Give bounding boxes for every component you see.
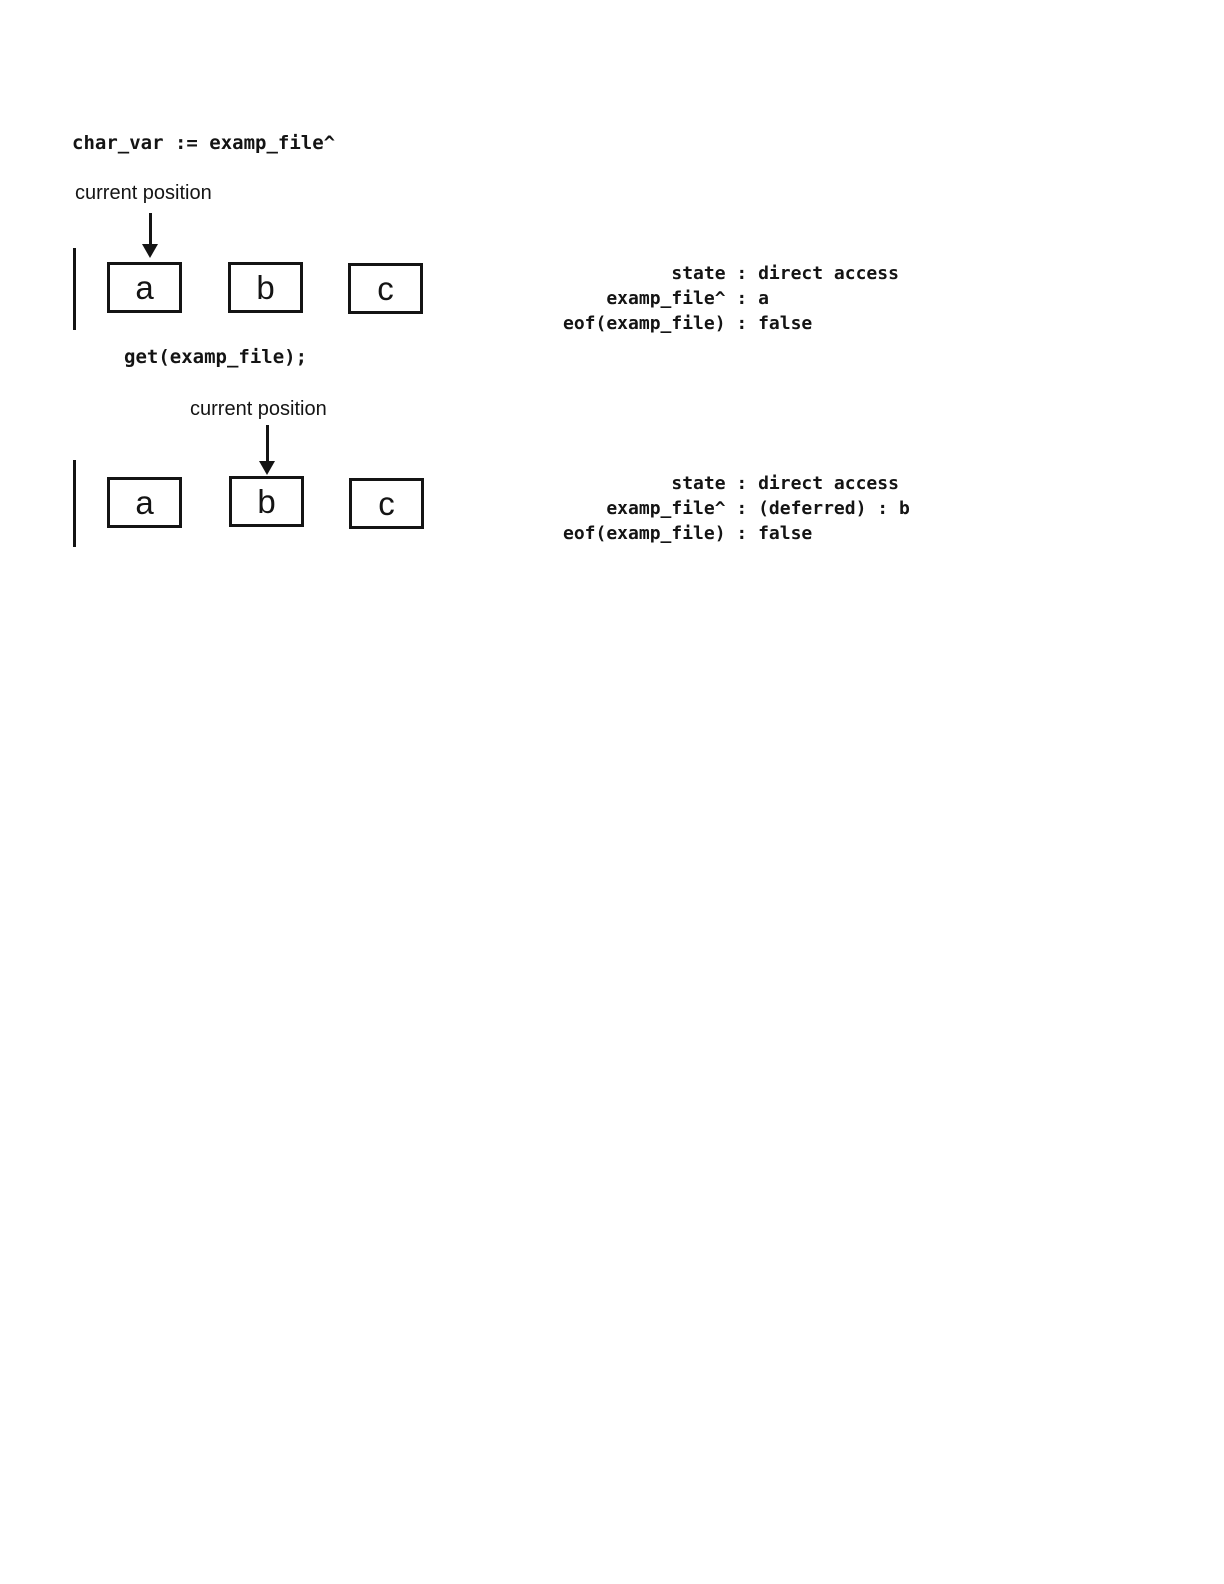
current-position-label: current position — [75, 182, 212, 204]
arrow-head — [142, 244, 158, 258]
file-component-box-a: a — [107, 477, 182, 528]
state-line: state : direct access — [563, 473, 899, 494]
state-readout: state : direct access examp_file^ : a eo… — [563, 261, 899, 336]
cell-letter: b — [257, 483, 276, 520]
file-component-box-a: a — [107, 262, 182, 313]
file-component-box-b: b — [229, 476, 304, 527]
cell-letter: c — [377, 270, 394, 307]
file-component-box-c: c — [349, 478, 424, 529]
file-boundary-bar — [73, 460, 76, 547]
state-line: examp_file^ : a — [563, 288, 769, 309]
state-line: eof(examp_file) : false — [563, 313, 813, 334]
file-component-box-b: b — [228, 262, 303, 313]
cell-letter: c — [378, 485, 395, 522]
current-position-label: current position — [190, 398, 327, 420]
cell-letter: a — [135, 269, 154, 306]
state-line: eof(examp_file) : false — [563, 523, 813, 544]
arrow-head — [259, 461, 275, 475]
get-statement: get(examp_file); — [124, 346, 308, 368]
arrow-stem — [265, 425, 269, 464]
down-arrow-icon — [142, 213, 158, 258]
cell-letter: b — [256, 269, 275, 306]
state-readout: state : direct access examp_file^ : (def… — [563, 471, 910, 546]
cell-letter: a — [135, 484, 154, 521]
down-arrow-icon — [259, 425, 275, 475]
file-boundary-bar — [73, 248, 76, 330]
state-line: examp_file^ : (deferred) : b — [563, 498, 910, 519]
file-component-box-c: c — [348, 263, 423, 314]
state-line: state : direct access — [563, 263, 899, 284]
assignment-statement: char_var := examp_file^ — [72, 132, 336, 154]
arrow-stem — [148, 213, 152, 247]
